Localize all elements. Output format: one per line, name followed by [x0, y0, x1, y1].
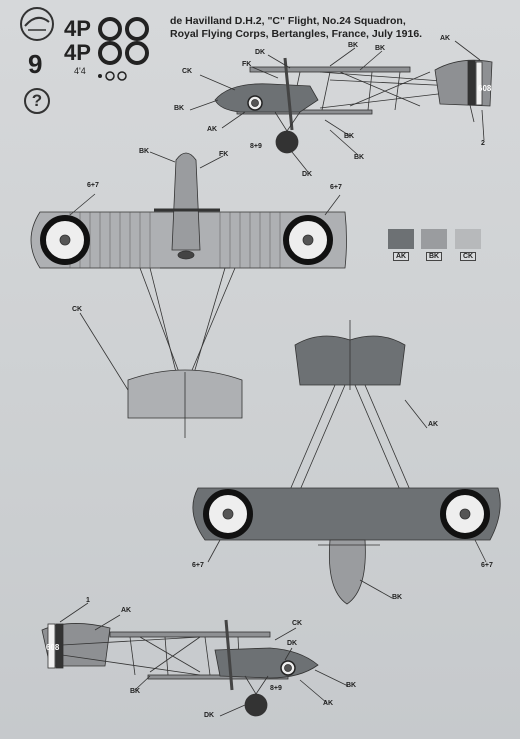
callout-67-c: 6+7: [192, 562, 204, 569]
page-number: 9: [28, 49, 43, 79]
callout-67-d: 6+7: [481, 562, 493, 569]
callout-dk-low-2: DK: [204, 712, 215, 719]
swatch-a: [388, 229, 414, 249]
callout-dk-low: DK: [287, 640, 298, 647]
callout-kk: BK: [348, 42, 359, 49]
callout-bk-low-2: BK: [346, 682, 357, 689]
callout-bk-bottom: BK: [392, 594, 403, 601]
decal-preview: [98, 17, 149, 81]
callout-ak-low: AK: [121, 607, 132, 614]
callout-67-a: 6+7: [87, 182, 99, 189]
callout-2: 2: [481, 140, 485, 147]
page-title-line1: de Havilland D.H.2, "C" Flight, No.24 Sq…: [170, 15, 406, 27]
callout-fk-top: FK: [219, 151, 229, 158]
page-title-line2: Royal Flying Corps, Bertangles, France, …: [170, 28, 423, 40]
callout-ak: AK: [207, 126, 218, 133]
callout-ak-2: AK: [440, 35, 451, 42]
callout-kk-2: BK: [344, 133, 355, 140]
decal-serial-large: 4P: [64, 16, 91, 41]
decal-serial-large-2: 4P: [64, 40, 91, 65]
callout-bk-2: BK: [375, 45, 386, 52]
decal-serial-small: 4'4: [74, 66, 86, 76]
callout-bk-3: BK: [354, 154, 365, 161]
callout-dk: DK: [255, 49, 266, 56]
callout-ck-low: CK: [292, 620, 303, 627]
top-view: [30, 151, 347, 438]
revell-logo-icon: [20, 7, 54, 41]
tail-code-low: 608: [46, 643, 60, 652]
swatch-label-c: CK: [460, 252, 477, 261]
callout-bk-low: BK: [130, 688, 141, 695]
callout-ck-top: CK: [72, 306, 83, 313]
callout-dk-2: DK: [302, 171, 313, 178]
callout-fk: FK: [242, 61, 252, 68]
swatch-label-a: AK: [393, 252, 410, 261]
callout-89-low: 8+9: [270, 685, 282, 692]
bottom-view: [192, 320, 501, 605]
callout-1: 1: [86, 597, 90, 604]
callout-89: 8+9: [250, 143, 262, 150]
side-view-right: [189, 40, 493, 173]
callout-ak-low-2: AK: [323, 700, 334, 707]
swatch-b: [421, 229, 447, 249]
side-view-left: [41, 602, 349, 717]
callout-bk-top: BK: [139, 148, 150, 155]
swatch-c: [455, 229, 481, 249]
help-icon[interactable]: ?: [24, 88, 50, 114]
callout-bk: BK: [174, 105, 185, 112]
tail-code: 608: [478, 84, 492, 93]
callout-ak-bottom: AK: [428, 421, 439, 428]
swatch-label-b: BK: [426, 252, 443, 261]
callout-67-b: 6+7: [330, 184, 342, 191]
callout-ck: CK: [182, 68, 193, 75]
